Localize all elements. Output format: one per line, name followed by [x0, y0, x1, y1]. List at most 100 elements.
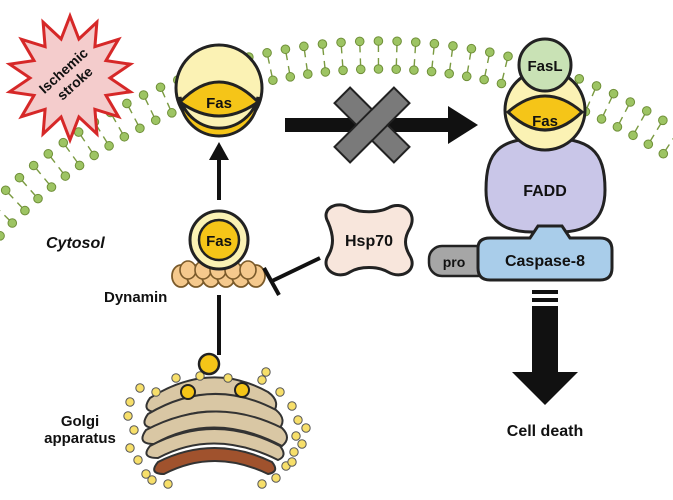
- golgi-apparatus: [141, 376, 288, 476]
- lipid-head: [138, 90, 149, 100]
- lipid-head: [336, 37, 346, 48]
- lipid-head: [60, 171, 71, 181]
- lipid-head: [625, 97, 636, 107]
- golgi-vesicle: [163, 479, 173, 489]
- lipid-head: [641, 106, 652, 116]
- lipid-head: [354, 36, 365, 47]
- lipid-head: [392, 36, 402, 47]
- lipid-head: [58, 137, 69, 148]
- golgi-vesicle: [151, 387, 161, 397]
- golgi-vesicle: [141, 469, 151, 479]
- lipid-head: [89, 150, 99, 161]
- lipid-head: [503, 51, 513, 62]
- golgi-vesicle: [257, 375, 267, 385]
- fadd-label: FADD: [523, 183, 567, 200]
- lipid-head: [317, 39, 328, 49]
- fas-label-left: Fas: [206, 95, 232, 112]
- hsp70-inhibitor: Hsp70: [262, 203, 414, 296]
- lipid-head: [628, 130, 638, 141]
- lipid-head: [426, 66, 437, 77]
- golgi-vesicle: [297, 439, 307, 449]
- lipid-head: [0, 231, 5, 241]
- lipid-head: [7, 218, 18, 228]
- lipid-head: [285, 72, 296, 82]
- golgi-vesicle: [125, 397, 135, 407]
- golgi-label-line1: Golgi: [61, 413, 99, 430]
- lipid-head: [262, 48, 272, 58]
- lipid-head: [658, 148, 669, 159]
- caspase-8-label: Caspase-8: [505, 253, 585, 270]
- golgi-vesicle: [133, 455, 143, 465]
- cytosol-label: Cytosol: [46, 235, 105, 252]
- golgi-budding-vesicles: [180, 352, 250, 400]
- lipid-head: [302, 69, 313, 79]
- lipid-head: [444, 68, 454, 79]
- blocked-translocation-arrow: [285, 86, 478, 164]
- golgi-vesicle: [287, 401, 297, 411]
- fas-vesicle: Fas: [188, 209, 250, 271]
- lipid-head: [20, 205, 30, 216]
- pro-label: pro: [443, 254, 466, 270]
- lipid-head: [33, 193, 43, 204]
- lipid-head: [373, 64, 384, 74]
- golgi-vesicle: [223, 373, 233, 383]
- golgi-vesicle: [271, 473, 281, 483]
- lipid-head: [409, 65, 419, 75]
- death-receptor-complex: FADD pro Caspase-8 Fas FasL: [427, 37, 614, 282]
- lipid-head: [596, 114, 607, 124]
- fas-receptor-membrane-left: Fas: [174, 43, 264, 138]
- golgi-vesicle: [257, 479, 267, 489]
- fas-vesicle-label: Fas: [206, 233, 232, 250]
- lipid-head: [466, 43, 477, 54]
- lipid-head: [391, 64, 402, 75]
- golgi-vesicle: [135, 383, 145, 393]
- ischemic-stroke-burst: Ischemic stroke: [5, 11, 135, 145]
- lipid-head: [320, 67, 331, 77]
- lipid-head: [608, 88, 619, 99]
- fasl-label: FasL: [527, 58, 562, 75]
- lipid-head: [484, 47, 495, 57]
- lipid-head: [612, 122, 623, 132]
- lipid-head: [150, 115, 161, 126]
- lipid-head: [496, 78, 507, 89]
- lipid-head: [122, 98, 132, 109]
- golgi-vesicle: [301, 423, 311, 433]
- golgi-vesicle: [123, 411, 133, 421]
- golgi-label-line2: apparatus: [44, 430, 116, 447]
- lipid-head: [0, 185, 11, 196]
- golgi-vesicle: [293, 415, 303, 425]
- golgi-vesicle: [147, 475, 157, 485]
- golgi-vesicle: [195, 371, 205, 381]
- lipid-head: [338, 65, 348, 76]
- lipid-head: [591, 81, 602, 91]
- trafficking-arrow: [209, 142, 229, 355]
- golgi-vesicle: [125, 443, 135, 453]
- golgi-vesicle: [287, 457, 297, 467]
- lipid-head: [410, 37, 421, 47]
- golgi-vesicle: [171, 373, 181, 383]
- lipid-head: [104, 141, 114, 151]
- cell-death-arrow: Cell death: [507, 290, 583, 440]
- golgi-vesicle: [261, 367, 271, 377]
- cell-death-label: Cell death: [507, 423, 583, 440]
- dynamin-bead: [239, 260, 257, 280]
- lipid-head: [429, 38, 440, 49]
- lipid-head: [119, 131, 130, 142]
- lipid-head: [574, 74, 585, 84]
- lipid-head: [46, 182, 57, 192]
- lipid-head: [643, 139, 654, 150]
- block-x-icon: [333, 86, 411, 164]
- fasl-ligand: FasL: [517, 37, 573, 93]
- lipid-head: [43, 149, 54, 159]
- dynamin-bead: [179, 260, 197, 280]
- pro-domain: pro: [427, 244, 493, 278]
- lipid-head: [14, 172, 25, 183]
- lipid-head: [299, 41, 309, 52]
- golgi-vesicle: [291, 431, 301, 441]
- fas-receptor-membrane-right: Fas: [503, 68, 587, 152]
- lipid-head: [268, 75, 278, 86]
- lipid-head: [448, 41, 458, 51]
- lipid-head: [28, 160, 39, 171]
- golgi-vesicle: [275, 387, 285, 397]
